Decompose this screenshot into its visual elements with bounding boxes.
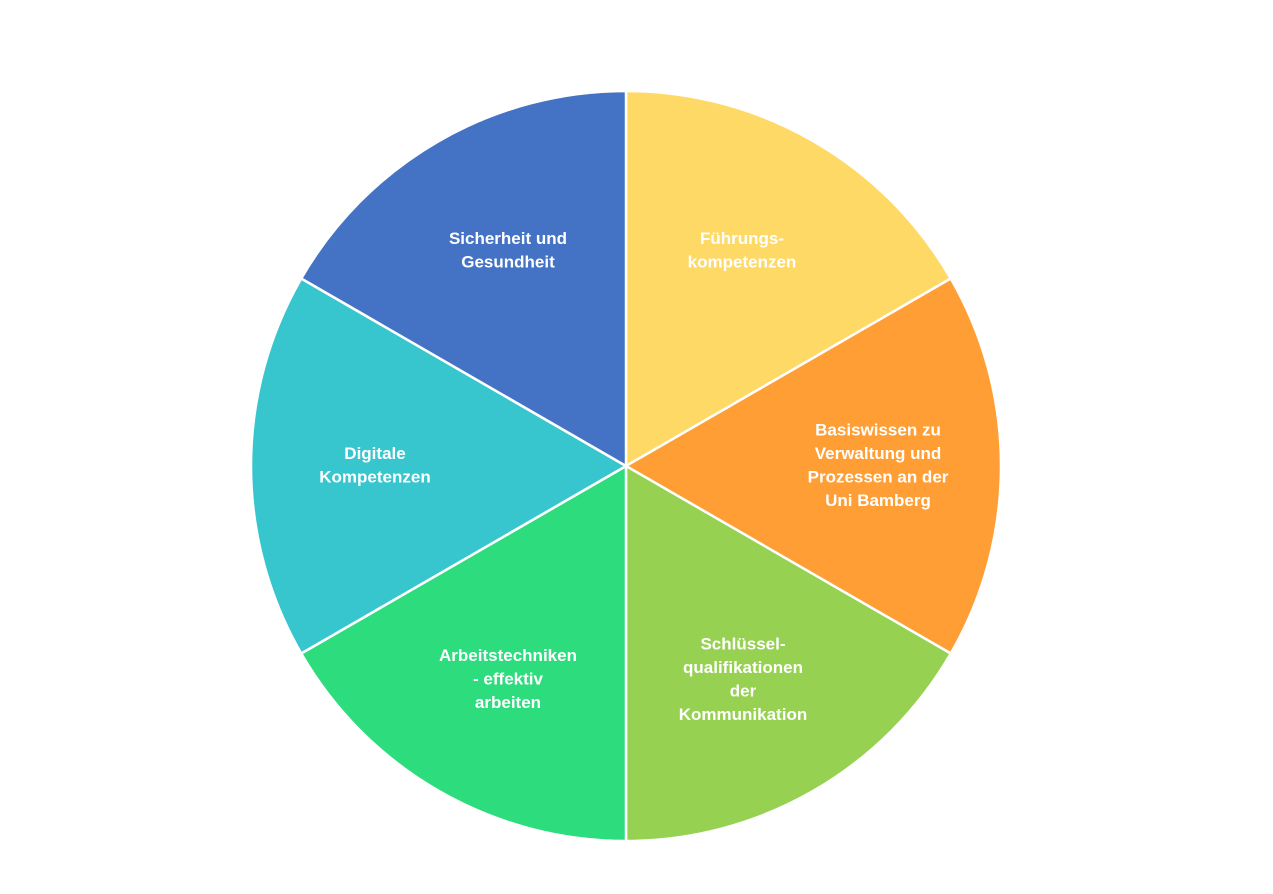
segment-label-arbeitstechniken: Arbeitstechniken - effektiv arbeiten <box>439 646 577 712</box>
segment-label-line: Uni Bamberg <box>825 491 931 510</box>
segment-arbeitstechniken <box>299 463 628 843</box>
segment-label-line: Arbeitstechniken <box>439 646 577 665</box>
segment-digitale-kompetenzen <box>249 276 629 656</box>
segment-label-line: der <box>730 681 757 700</box>
segment-schluesselqualifikationen <box>624 463 953 843</box>
segment-label-line: Basiswissen zu <box>815 420 941 439</box>
segment-label-line: kompetenzen <box>688 252 797 271</box>
segment-label-line: Kompetenzen <box>319 467 430 486</box>
segment-label-line: qualifikationen <box>683 658 803 677</box>
segment-fuehrungskompetenzen <box>624 89 953 469</box>
segment-label-line: Prozessen an der <box>808 467 949 486</box>
segment-label-fuehrungskompetenzen: Führungs-kompetenzen <box>688 229 797 271</box>
segment-label-line: - effektiv <box>473 669 543 688</box>
segment-sicherheit-gesundheit <box>299 89 628 469</box>
segment-label-line: Führungs- <box>700 229 784 248</box>
segment-label-line: Kommunikation <box>679 705 807 724</box>
wheel-segments <box>249 89 1003 843</box>
segment-label-line: arbeiten <box>475 693 541 712</box>
segment-label-line: Schlüssel- <box>700 634 785 653</box>
segment-label-line: Verwaltung und <box>815 444 942 463</box>
segment-label-line: Sicherheit und <box>449 229 567 248</box>
segment-label-line: Gesundheit <box>461 252 555 271</box>
segment-basiswissen <box>623 276 1003 656</box>
segment-label-line: Digitale <box>344 444 405 463</box>
